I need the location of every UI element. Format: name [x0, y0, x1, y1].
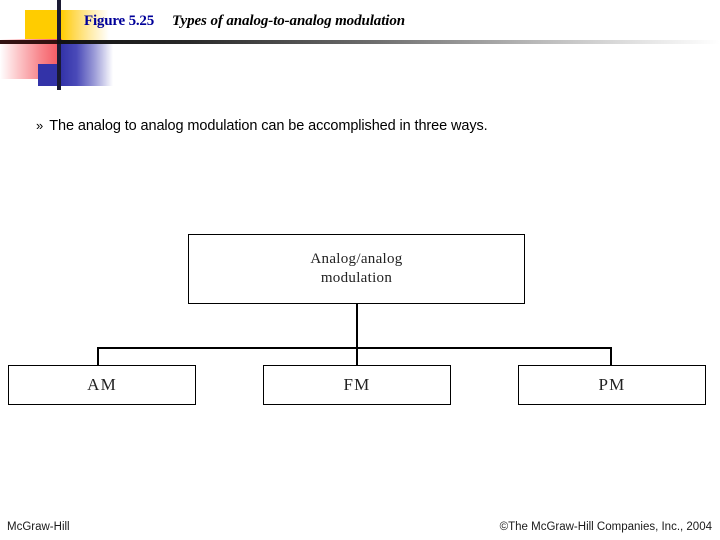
diagram-node-am-label: AM	[87, 375, 117, 395]
decor-horizontal-crossbar	[0, 40, 62, 44]
bullet-item-text: The analog to analog modulation can be a…	[49, 118, 488, 134]
decor-blue-gradient	[61, 43, 113, 86]
connector-drop-am	[97, 347, 99, 366]
diagram-node-analog-analog-modulation[interactable]: Analog/analog modulation	[188, 234, 530, 309]
diagram-node-root-label-line2: modulation	[320, 270, 393, 286]
diagram-node-root-label: Analog/analog modulation	[310, 250, 402, 288]
bullet-marker-icon: »	[36, 118, 44, 133]
diagram-node-pm[interactable]: PM	[518, 365, 711, 410]
page-title: Figure 5.25 Types of analog-to-analog mod…	[84, 12, 405, 30]
connector-drop-fm	[356, 347, 358, 366]
footer-publisher-label: McGraw-Hill	[7, 521, 70, 533]
footer-copyright-label: ©The McGraw-Hill Companies, Inc., 2004	[499, 521, 712, 533]
connector-drop-pm	[610, 347, 612, 366]
bullet-list-item: » The analog to analog modulation can be…	[36, 118, 488, 134]
figure-caption-label: Types of analog-to-analog modulation	[172, 13, 405, 29]
connector-root-stem	[356, 304, 358, 348]
diagram-node-am[interactable]: AM	[8, 365, 201, 410]
figure-number-label: Figure 5.25	[84, 13, 155, 29]
diagram-node-fm[interactable]: FM	[263, 365, 456, 410]
diagram-node-fm-label: FM	[343, 375, 371, 395]
decor-blue-square	[38, 64, 62, 86]
header-decoration	[0, 0, 300, 90]
connector-horizontal-bus	[97, 347, 612, 349]
diagram-node-pm-label: PM	[598, 375, 626, 395]
diagram-node-root-label-line1: Analog/analog	[310, 251, 403, 268]
decor-vertical-crossbar	[57, 0, 61, 90]
header-gradient-rule	[57, 40, 720, 44]
